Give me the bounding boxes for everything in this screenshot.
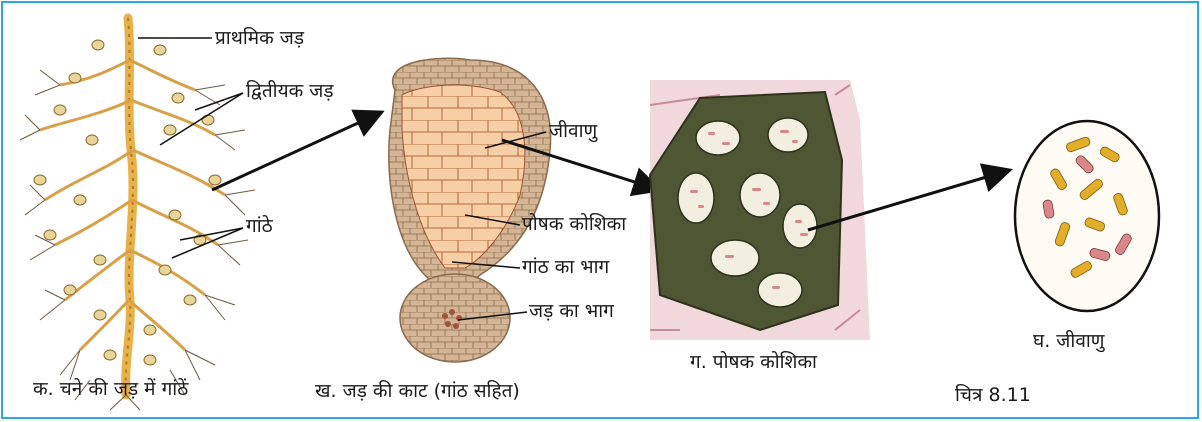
nodule-section-illustration: [389, 58, 551, 362]
label-root-part: जड़ का भाग: [529, 300, 614, 322]
figure-number: चित्र 8.11: [955, 384, 1031, 406]
caption-c: ग. पोषक कोशिका: [690, 351, 817, 373]
fine-rootlets: [20, 70, 255, 410]
root-system-illustration: [20, 18, 255, 410]
arrow-a-to-b: [212, 112, 382, 190]
label-host-cell: पोषक कोशिका: [522, 213, 626, 235]
label-primary-root: प्राथमिक जड़: [215, 27, 304, 49]
caption-b: ख. जड़ की काट (गांठ सहित): [315, 380, 520, 402]
label-nodule-part: गांठ का भाग: [522, 256, 609, 278]
bacteria-circle: [1015, 121, 1159, 311]
caption-d: घ. जीवाणु: [1033, 330, 1105, 352]
label-nodules: गांठे: [246, 215, 273, 237]
root-cross-section: [400, 274, 510, 362]
label-bacteria: जीवाणु: [549, 120, 597, 142]
label-secondary-root: द्वितीयक जड़: [246, 80, 334, 102]
bacteria-illustration: [1015, 121, 1159, 311]
host-cell-illustration: [650, 80, 870, 340]
caption-a: क. चने की जड़ में गांठें: [33, 378, 188, 400]
